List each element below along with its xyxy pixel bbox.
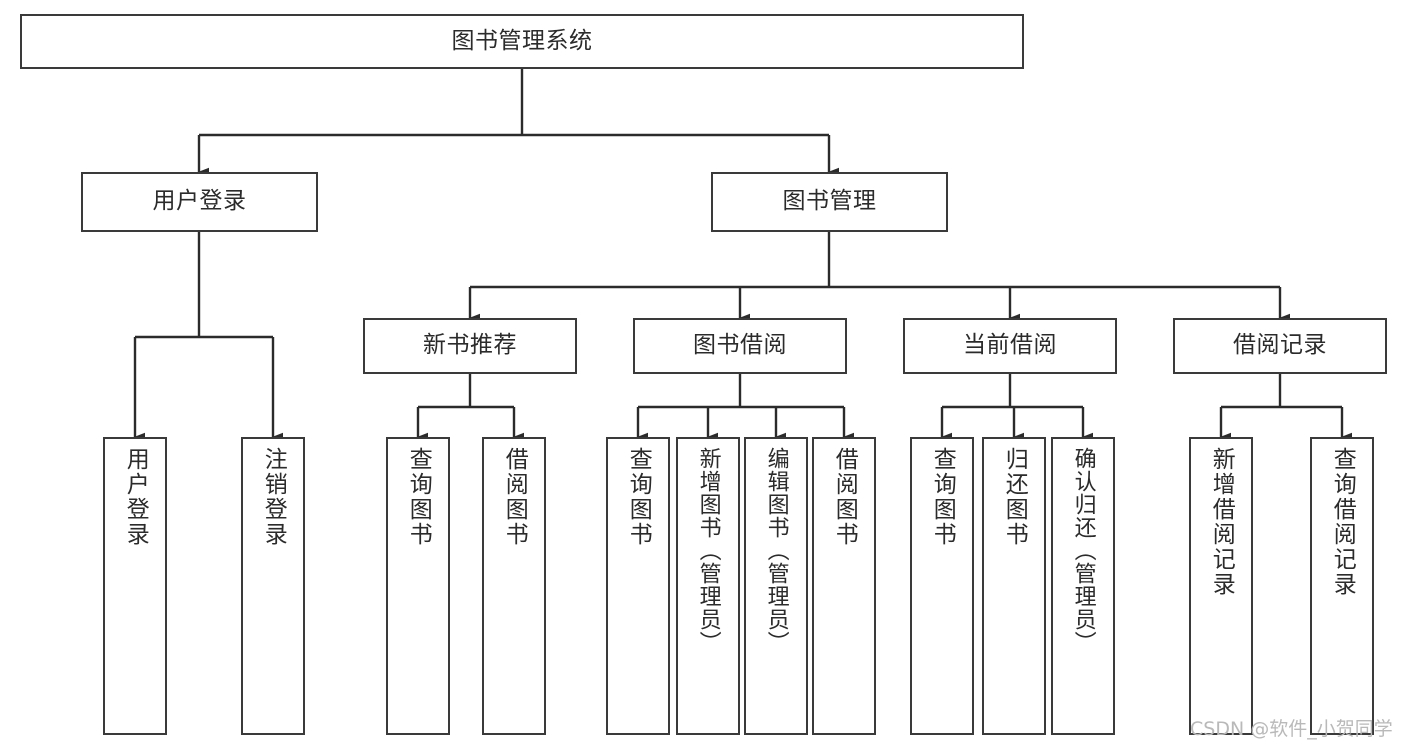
leaf-borrow-borrow-book[interactable]: 借阅图书: [812, 437, 876, 735]
leaf-record-add-borrow-record[interactable]: 新增借阅记录: [1189, 437, 1253, 735]
node-label: 归还图书: [1001, 447, 1028, 547]
connector-paths: [133, 69, 1352, 442]
node-current-borrowing[interactable]: 当前借阅: [903, 318, 1117, 374]
node-label: 查询图书: [929, 447, 956, 547]
node-label: 查询图书: [405, 447, 432, 547]
leaf-user-logout[interactable]: 注销登录: [241, 437, 305, 735]
node-label: 编辑图书（管理员）: [763, 447, 789, 654]
node-label: 查询图书: [625, 447, 652, 547]
leaf-recommend-query-book[interactable]: 查询图书: [386, 437, 450, 735]
node-label: 借阅记录: [1233, 332, 1327, 359]
node-label: 图书管理系统: [451, 27, 593, 54]
node-label: 当前借阅: [963, 332, 1057, 359]
node-label: 新书推荐: [423, 332, 517, 359]
node-label: 注销登录: [260, 447, 287, 547]
leaf-current-query-book[interactable]: 查询图书: [910, 437, 974, 735]
node-label: 查询借阅记录: [1329, 447, 1356, 597]
leaf-recommend-borrow-book[interactable]: 借阅图书: [482, 437, 546, 735]
node-root-book-management-system[interactable]: 图书管理系统: [20, 14, 1024, 69]
node-borrowing-record[interactable]: 借阅记录: [1173, 318, 1387, 374]
leaf-record-query-borrow-record[interactable]: 查询借阅记录: [1310, 437, 1374, 735]
node-label: 新增借阅记录: [1208, 447, 1235, 597]
node-book-management[interactable]: 图书管理: [711, 172, 948, 232]
leaf-borrow-add-book-admin[interactable]: 新增图书（管理员）: [676, 437, 740, 735]
csdn-watermark: CSDN @软件_小贺同学: [1190, 718, 1393, 740]
node-label: 借阅图书: [831, 447, 858, 547]
node-user-login[interactable]: 用户登录: [81, 172, 318, 232]
node-label: 图书管理: [782, 188, 877, 215]
node-label: 用户登录: [152, 188, 247, 215]
node-label: 新增图书（管理员）: [695, 447, 721, 654]
node-new-book-recommendation[interactable]: 新书推荐: [363, 318, 577, 374]
node-label: 图书借阅: [693, 332, 787, 359]
leaf-current-confirm-return-admin[interactable]: 确认归还（管理员）: [1051, 437, 1115, 735]
node-label: 用户登录: [122, 447, 149, 547]
node-label: 借阅图书: [501, 447, 528, 547]
leaf-current-return-book[interactable]: 归还图书: [982, 437, 1046, 735]
node-book-borrowing[interactable]: 图书借阅: [633, 318, 847, 374]
leaf-borrow-edit-book-admin[interactable]: 编辑图书（管理员）: [744, 437, 808, 735]
leaf-user-login[interactable]: 用户登录: [103, 437, 167, 735]
leaf-borrow-query-book[interactable]: 查询图书: [606, 437, 670, 735]
node-label: 确认归还（管理员）: [1070, 447, 1096, 654]
